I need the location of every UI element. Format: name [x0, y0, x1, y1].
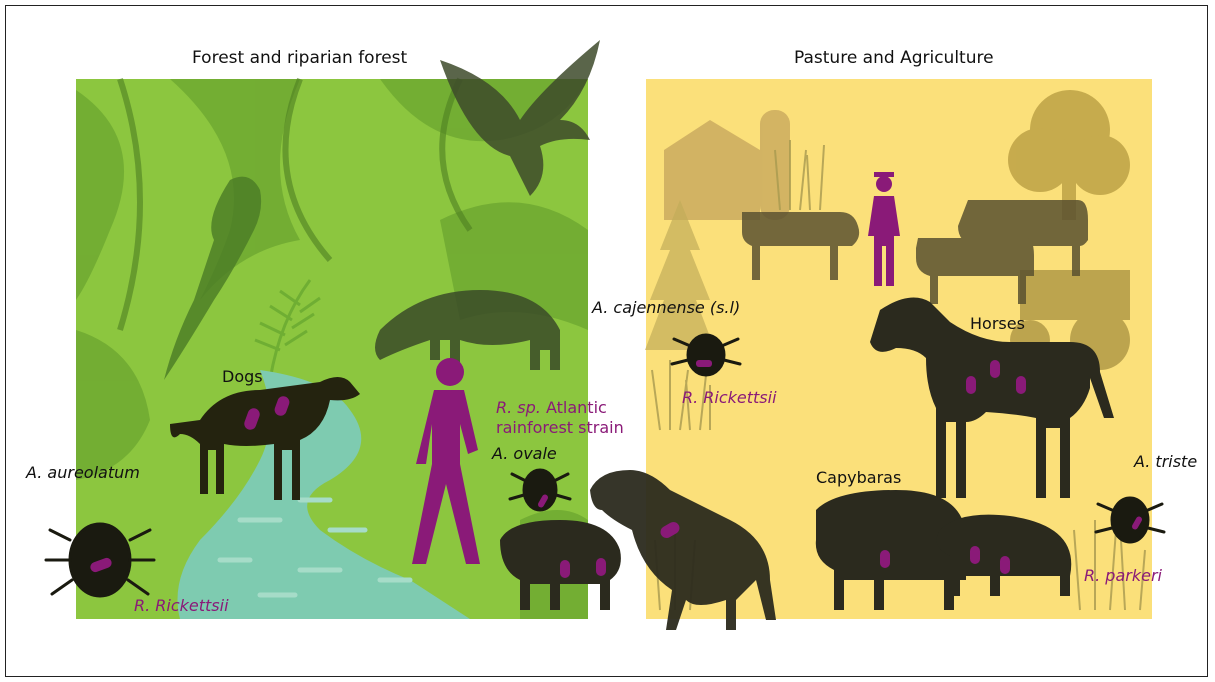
a-triste-label: A. triste [1134, 452, 1197, 471]
r-rickettsii-left-label: R. Rickettsii [134, 596, 229, 615]
r-parkeri-label: R. parkeri [1084, 566, 1162, 585]
a-ovale-label: A. ovale [492, 444, 557, 463]
r-sp-line2-label: rainforest strain [496, 418, 624, 437]
dogs-label: Dogs [222, 367, 263, 386]
r-sp-rest: Atlantic [541, 398, 607, 417]
r-rickettsii-mid-label: R. Rickettsii [682, 388, 777, 407]
r-sp-italic: R. sp. [496, 398, 541, 417]
forest-panel-title: Forest and riparian forest [192, 48, 407, 68]
r-sp-atlantic-label: R. sp. Atlantic [496, 398, 607, 417]
a-aureolatum-label: A. aureolatum [26, 463, 140, 482]
pasture-panel-title: Pasture and Agriculture [794, 48, 994, 68]
a-cajennense-label: A. cajennense (s.l) [592, 298, 740, 317]
capybaras-label: Capybaras [816, 468, 901, 487]
horses-label: Horses [970, 314, 1025, 333]
